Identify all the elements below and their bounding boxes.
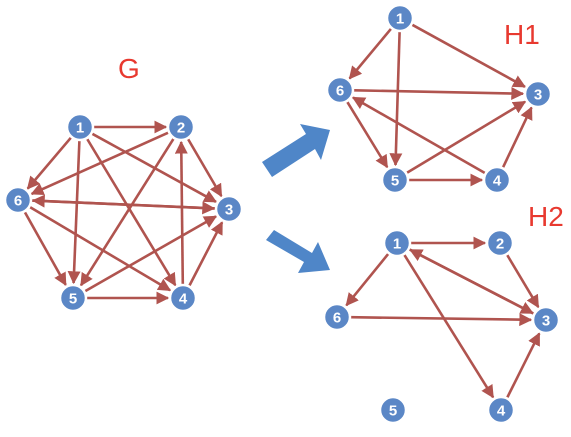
transform-arrow-to-h2 (266, 230, 330, 273)
node-g-5: 5 (58, 283, 88, 313)
node-circle (485, 228, 515, 258)
node-h2-4: 4 (486, 395, 516, 425)
node-circle (325, 75, 355, 105)
node-g-4: 4 (168, 283, 198, 313)
node-h1-6: 6 (325, 75, 355, 105)
node-circle (378, 395, 408, 425)
node-circle (385, 3, 415, 33)
node-circle (523, 79, 553, 109)
edge-h1-5-3 (406, 100, 527, 174)
node-label: 1 (76, 120, 84, 137)
edge-h1-4-6 (351, 96, 486, 175)
edge-g-2-6 (30, 131, 169, 196)
edge-h2-4-3 (506, 332, 541, 399)
node-circle (482, 165, 512, 195)
edge-h1-1-6 (348, 27, 392, 80)
node-g-3: 3 (214, 194, 244, 224)
edge-h2-1-6 (345, 253, 390, 307)
node-label: 3 (542, 313, 550, 330)
node-g-1: 1 (65, 112, 95, 142)
node-circle (380, 165, 410, 195)
node-circle (65, 112, 95, 142)
node-circle (58, 283, 88, 313)
edge-h1-6-5 (346, 101, 389, 169)
edge-g-5-3 (84, 215, 218, 293)
node-h2-2: 2 (485, 228, 515, 258)
node-h2-6: 6 (322, 302, 352, 332)
edges-layer (23, 23, 541, 399)
edge-h1-1-5 (389, 31, 403, 167)
edge-g-1-6 (26, 136, 72, 190)
graph-h1-title: H1 (504, 19, 540, 50)
nodes-layer: 1 2 3 4 5 6 1 3 4 5 6 1 2 3 4 5 6 (3, 3, 561, 425)
edge-h1-4-3 (501, 106, 533, 168)
node-h1-5: 5 (380, 165, 410, 195)
node-label: 4 (497, 403, 506, 420)
node-label: 2 (496, 236, 504, 253)
node-label: 1 (396, 11, 404, 28)
edge-g-6-5 (23, 211, 67, 287)
edge-g-2-3 (186, 138, 223, 198)
edge-g-6-4 (29, 205, 172, 292)
node-h1-3: 3 (523, 79, 553, 109)
edge-h1-6-3 (353, 86, 525, 100)
node-label: 6 (333, 310, 341, 327)
node-circle (166, 112, 196, 142)
node-label: 6 (336, 83, 344, 100)
node-h1-1: 1 (385, 3, 415, 33)
edge-g-4-2 (174, 140, 188, 285)
node-circle (322, 302, 352, 332)
edge-h2-6-3 (350, 313, 533, 327)
node-circle (382, 228, 412, 258)
edge-h2-1-4 (403, 254, 495, 399)
node-label: 5 (389, 403, 397, 420)
node-label: 2 (177, 120, 185, 137)
node-circle (531, 305, 561, 335)
node-circle (168, 283, 198, 313)
edge-g-3-6 (31, 194, 216, 210)
node-label: 5 (391, 173, 399, 190)
edge-h2-2-3 (506, 254, 540, 309)
edge-g-1-4 (86, 138, 177, 287)
node-label: 5 (69, 291, 77, 308)
node-h1-4: 4 (482, 165, 512, 195)
graph-g-title: G (118, 53, 140, 84)
node-label: 4 (493, 173, 502, 190)
node-h2-1: 1 (382, 228, 412, 258)
graph-h2-title: H2 (528, 201, 564, 232)
edge-h1-1-3 (411, 23, 527, 88)
node-circle (486, 395, 516, 425)
edge-g-2-5 (79, 138, 175, 287)
node-g-6: 6 (3, 185, 33, 215)
node-circle (3, 185, 33, 215)
edge-h2-3-1 (409, 248, 535, 315)
transform-arrow-to-h1 (262, 124, 330, 177)
node-label: 4 (179, 291, 188, 308)
node-label: 1 (393, 236, 401, 253)
node-label: 3 (225, 202, 233, 219)
node-label: 3 (534, 87, 542, 104)
node-circle (214, 194, 244, 224)
node-g-2: 2 (166, 112, 196, 142)
node-h2-3: 3 (531, 305, 561, 335)
edge-g-4-3 (188, 221, 224, 287)
node-h2-5: 5 (378, 395, 408, 425)
edge-g-1-5 (67, 140, 81, 285)
node-label: 6 (14, 193, 22, 210)
